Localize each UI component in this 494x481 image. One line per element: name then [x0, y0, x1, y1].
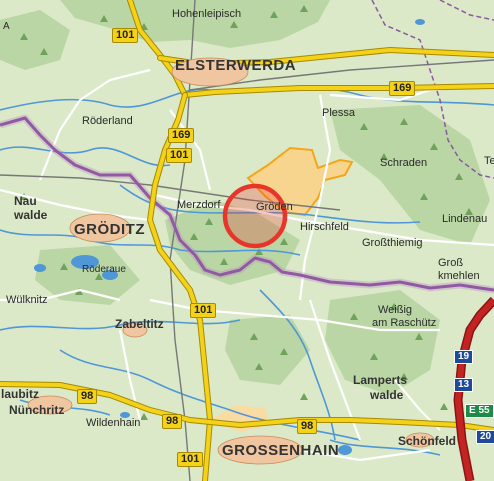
forest-areas — [0, 0, 490, 395]
road-shield-b169-west: 169 — [168, 128, 195, 143]
place-glaubitz: laubitz — [1, 387, 39, 401]
place-nauwalde-1: Nau — [14, 194, 37, 208]
road-shield-b98-center: 98 — [162, 414, 183, 429]
motorway-exit-19: 19 — [454, 350, 474, 364]
forest-northwest — [0, 10, 70, 70]
place-weissig-2: am Raschütz — [372, 317, 437, 329]
forest-roederaue — [35, 245, 140, 305]
place-lindenau: Lindenau — [442, 213, 488, 225]
place-hohenleipisch: Hohenleipisch — [172, 8, 242, 20]
forest-south — [225, 315, 310, 385]
road-shield-b101-top: 101 — [112, 28, 139, 43]
place-lampertswalde-2: walde — [370, 388, 404, 402]
state-border — [371, 0, 494, 179]
road-shield-b169-east: 169 — [389, 81, 416, 96]
place-roederland: Röderland — [82, 115, 133, 127]
place-grossenhain: GROSSENHAIN — [222, 442, 340, 459]
european-route-e55: E 55 — [465, 404, 494, 418]
place-plessa: Plessa — [322, 107, 356, 119]
place-te: Te — [484, 155, 494, 167]
place-lampertswalde-1: Lamperts — [353, 373, 408, 387]
road-shield-b98-west: 98 — [77, 389, 98, 404]
place-grosskmehlen-1: Groß — [438, 257, 464, 269]
settlement-areas — [27, 57, 435, 465]
place-hirschfeld: Hirschfeld — [300, 221, 349, 233]
district-border — [0, 116, 494, 292]
road-shield-b101-mid: 101 — [166, 148, 193, 163]
road-shield-b101-south: 101 — [190, 303, 217, 318]
road-shield-b98-east: 98 — [297, 419, 318, 434]
place-wuelknitz: Wülknitz — [6, 294, 48, 306]
forest-north — [60, 0, 330, 48]
place-groeditz: GRÖDITZ — [74, 221, 145, 238]
place-merzdorf: Merzdorf — [177, 199, 221, 211]
place-nuenchritz: Nünchritz — [9, 403, 65, 417]
forest-groeden — [165, 200, 300, 285]
marker-ring — [222, 183, 288, 249]
place-elsterwerda: ELSTERWERDA — [175, 57, 297, 74]
forest-east — [330, 105, 490, 245]
lakes — [34, 19, 425, 455]
marker-fill — [225, 186, 285, 246]
location-marker[interactable] — [222, 183, 288, 249]
place-groeden: Gröden — [256, 201, 293, 213]
motorway-exit-13: 13 — [454, 378, 474, 392]
place-corner-a: A — [3, 21, 10, 32]
place-grosskmehlen-2: kmehlen — [438, 270, 480, 282]
place-weissig-1: Weißig — [378, 304, 413, 316]
place-nauwalde-2: walde — [14, 208, 48, 222]
nature-reserve-area — [246, 146, 354, 217]
place-schoenfeld: Schönfeld — [398, 434, 457, 448]
place-roederaue: Röderaue — [82, 264, 126, 275]
place-schraden: Schraden — [380, 157, 428, 169]
road-shield-b101-bottom: 101 — [177, 452, 204, 467]
place-grossthiemig: Großthiemig — [362, 237, 423, 249]
place-wildenhain: Wildenhain — [86, 417, 141, 429]
motorway-exit-20: 20 — [476, 430, 494, 444]
place-zabeltitz: Zabeltitz — [115, 317, 164, 331]
